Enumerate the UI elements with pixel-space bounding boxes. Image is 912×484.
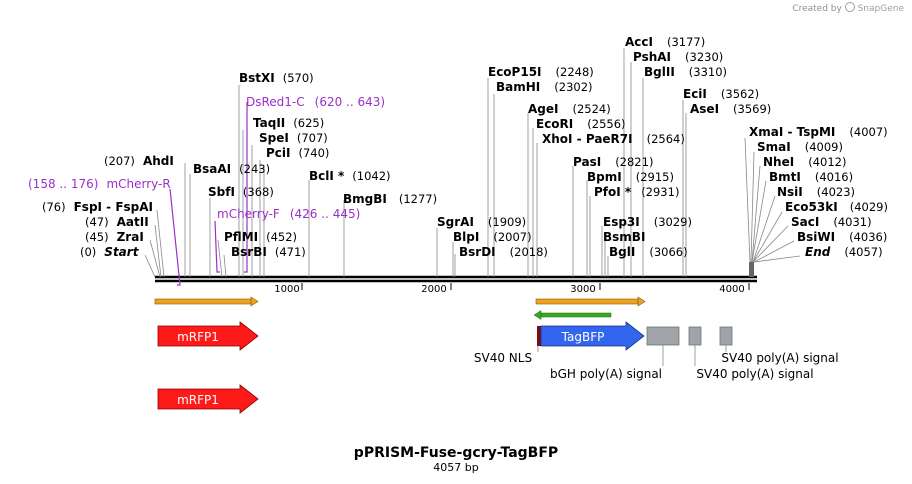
snapgene-logo-icon	[844, 2, 855, 12]
site-label-bsiwi: BsiWI(4036)	[797, 230, 887, 244]
site-label-start: (0)Start	[80, 245, 140, 259]
plasmid-map: 1000 2000 3000 4000	[28, 35, 888, 414]
site-label-nhei: NheI(4012)	[763, 155, 846, 169]
map-title: pPRISM-Fuse-gcry-TagBFP	[353, 445, 559, 461]
site-label-pcii: PciI(740)	[266, 146, 329, 160]
site-label-pflmi: PflMI(452)	[224, 230, 297, 244]
orf-arrow-left	[154, 296, 259, 307]
site-labels-right: XmaI - TspMI(4007) SmaI(4009) NheI(4012)…	[749, 125, 888, 259]
site-label-xhoi-paer7i: XhoI - PaeR7I(2564)	[542, 132, 685, 146]
map-length: 4057 bp	[433, 461, 479, 474]
feature-label-sv40-polya-2: SV40 poly(A) signal	[721, 351, 838, 365]
feature-mrfp1-1: mRFP1	[157, 321, 259, 351]
site-label-bsaai: BsaAI(243)	[193, 162, 270, 176]
site-label-bgli: BglI(3066)	[609, 245, 688, 259]
snapgene-credit: Created by SnapGene	[792, 2, 904, 14]
site-labels-middle: SgrAI(1909) BlpI(2007) BsrDI(2018) EcoP1…	[437, 35, 771, 259]
site-leaders	[144, 48, 801, 278]
site-label-pshai: PshAI(3230)	[633, 50, 723, 64]
credit-brand: SnapGene	[857, 4, 904, 14]
feature-tagbfp: TagBFP	[540, 321, 645, 351]
site-label-taqii: TaqII(625)	[253, 116, 324, 130]
site-label-ecori: EcoRI(2556)	[536, 117, 626, 131]
feature-sv40-polya-box-1	[688, 326, 702, 346]
site-label-bpmi: BpmI(2915)	[587, 170, 674, 184]
tick-label-4000: 4000	[719, 284, 744, 295]
site-label-bmgbi: BmgBI(1277)	[343, 192, 437, 206]
site-label-bsrdi: BsrDI(2018)	[459, 245, 548, 259]
site-label-pfoi: PfoI *(2931)	[594, 185, 679, 199]
primer-label-dsred1-c: DsRed1-C(620 .. 643)	[246, 95, 385, 109]
site-label-sbfi: SbfI(368)	[208, 185, 274, 199]
tick-label-2000: 2000	[421, 284, 446, 295]
orf-arrow-right	[535, 296, 646, 307]
axis-ticks: 1000 2000 3000 4000	[274, 283, 750, 295]
site-label-zrai: (45)ZraI	[85, 230, 144, 244]
site-label-ecii: EciI(3562)	[683, 87, 759, 101]
feature-label-mrfp1-2: mRFP1	[177, 393, 219, 407]
feature-label-bgh-polya: bGH poly(A) signal	[550, 367, 662, 381]
orf-arrow-reverse	[533, 310, 612, 320]
site-label-smai: SmaI(4009)	[757, 140, 843, 154]
site-label-nsii: NsiI(4023)	[777, 185, 855, 199]
primer-label-mcherry-f: mCherry-F(426 .. 445)	[217, 207, 360, 221]
feature-mrfp1-2: mRFP1	[157, 384, 259, 414]
site-label-bsmbi: BsmBI	[603, 230, 645, 244]
site-label-esp3i: Esp3I(3029)	[603, 215, 692, 229]
site-label-pasi: PasI(2821)	[573, 155, 653, 169]
feature-label-mrfp1-1: mRFP1	[177, 330, 219, 344]
feature-sv40-nls	[537, 326, 541, 346]
site-label-aatii: (47)AatII	[85, 215, 149, 229]
site-label-bamhi: BamHI(2302)	[496, 80, 593, 94]
site-label-end: End(4057)	[805, 245, 883, 259]
site-label-bcli: BclI *(1042)	[309, 169, 391, 183]
site-label-bmti: BmtI(4016)	[769, 170, 853, 184]
site-label-asei: AseI(3569)	[690, 102, 771, 116]
feature-label-tagbfp: TagBFP	[561, 330, 605, 344]
credit-prefix: Created by	[792, 4, 842, 14]
primer-label-mcherry-r: (158 .. 176)mCherry-R	[28, 177, 171, 191]
mcs-cluster	[749, 262, 754, 277]
site-label-xmai-tspmi: XmaI - TspMI(4007)	[749, 125, 888, 139]
site-label-ecop15i: EcoP15I(2248)	[488, 65, 594, 79]
feature-sv40-polya-box-2	[719, 326, 733, 346]
site-label-ahdi: (207)AhdI	[104, 154, 174, 168]
primer-leaders	[169, 102, 248, 286]
feature-label-sv40-polya-1: SV40 poly(A) signal	[696, 367, 813, 381]
site-label-eco53ki: Eco53kI(4029)	[785, 200, 888, 214]
feature-label-sv40-nls: SV40 NLS	[474, 351, 532, 365]
primer-labels: DsRed1-C(620 .. 643) (158 .. 176)mCherry…	[28, 95, 385, 221]
feature-bgh-polya-box	[646, 326, 680, 346]
site-label-saci: SacI(4031)	[791, 215, 872, 229]
site-labels-left: BstXI(570) TaqII(625) SpeI(707) PciI(740…	[42, 71, 437, 259]
site-label-agei: AgeI(2524)	[528, 102, 611, 116]
site-label-acci: AccI(3177)	[625, 35, 705, 49]
tick-label-1000: 1000	[274, 284, 299, 295]
site-label-fspi-fspai: (76)FspI - FspAI	[42, 200, 153, 214]
site-label-sgrai: SgrAI(1909)	[437, 215, 526, 229]
site-label-bglii: BglII(3310)	[644, 65, 727, 79]
site-label-blpi: BlpI(2007)	[453, 230, 532, 244]
site-label-bsrbi: BsrBI(471)	[231, 245, 306, 259]
tick-label-3000: 3000	[570, 284, 595, 295]
site-label-bstxi: BstXI(570)	[239, 71, 314, 85]
site-label-spei: SpeI(707)	[259, 131, 328, 145]
